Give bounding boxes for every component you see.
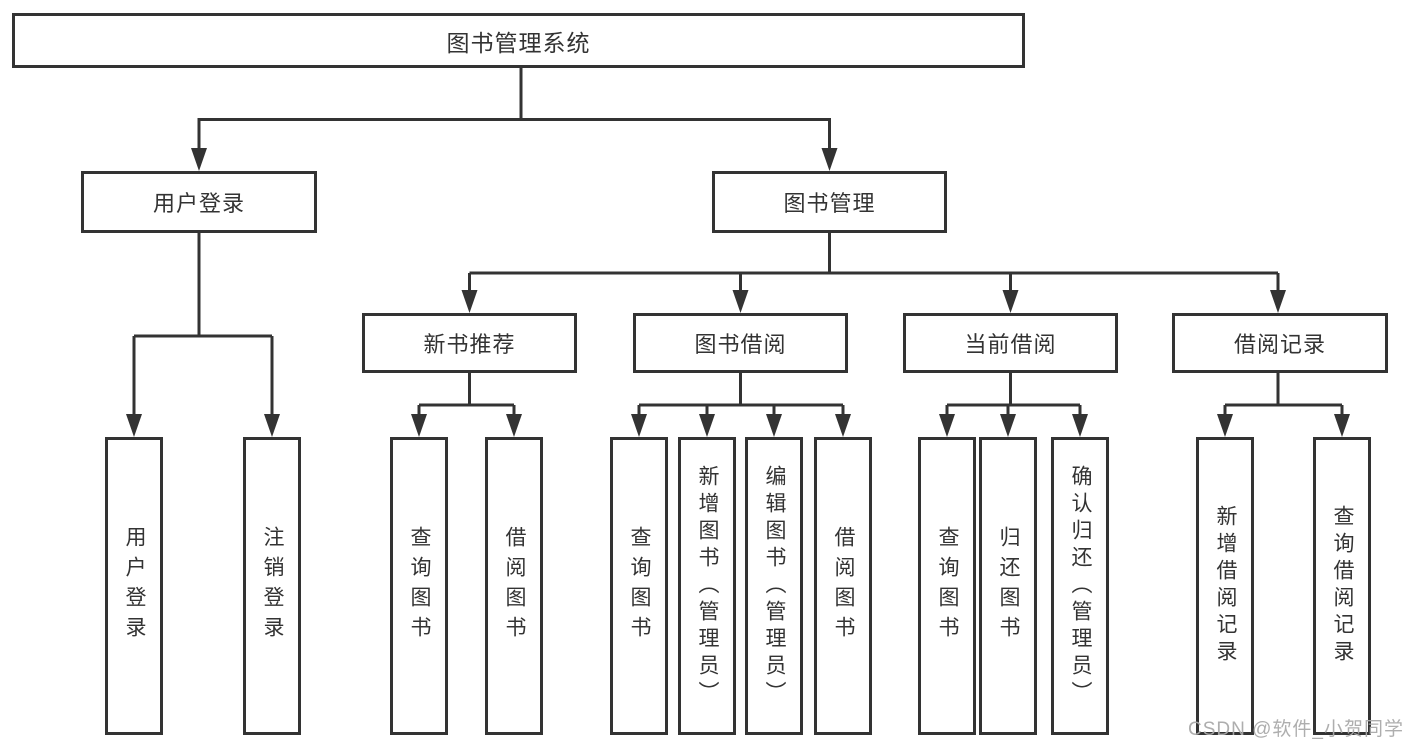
node-borrow-records: 借阅记录	[1172, 313, 1388, 373]
leaf-borrow-edit-books-admin: 编辑图书（管理员）	[745, 437, 803, 735]
node-user-login: 用户登录	[81, 171, 317, 233]
node-book-borrow: 图书借阅	[633, 313, 848, 373]
leaf-borrow-borrow-books: 借阅图书	[814, 437, 872, 735]
leaf-current-confirm-return-admin: 确认归还（管理员）	[1051, 437, 1109, 735]
node-new-book-recommend: 新书推荐	[362, 313, 577, 373]
leaf-logout: 注销登录	[243, 437, 301, 735]
leaf-record-query-borrow-record: 查询借阅记录	[1313, 437, 1371, 735]
leaf-borrow-query-books: 查询图书	[610, 437, 668, 735]
leaf-current-return-books: 归还图书	[979, 437, 1037, 735]
leaf-current-query-books: 查询图书	[918, 437, 976, 735]
node-current-borrow: 当前借阅	[903, 313, 1118, 373]
node-book-management: 图书管理	[712, 171, 947, 233]
leaf-borrow-add-books-admin: 新增图书（管理员）	[678, 437, 736, 735]
leaf-record-add-borrow-record: 新增借阅记录	[1196, 437, 1254, 735]
leaf-user-login: 用户登录	[105, 437, 163, 735]
leaf-newbook-query-books: 查询图书	[390, 437, 448, 735]
leaf-newbook-borrow-books: 借阅图书	[485, 437, 543, 735]
node-root: 图书管理系统	[12, 13, 1025, 68]
watermark: CSDN @软件_小贺同学	[1188, 719, 1404, 740]
arrowheads	[126, 148, 1350, 437]
